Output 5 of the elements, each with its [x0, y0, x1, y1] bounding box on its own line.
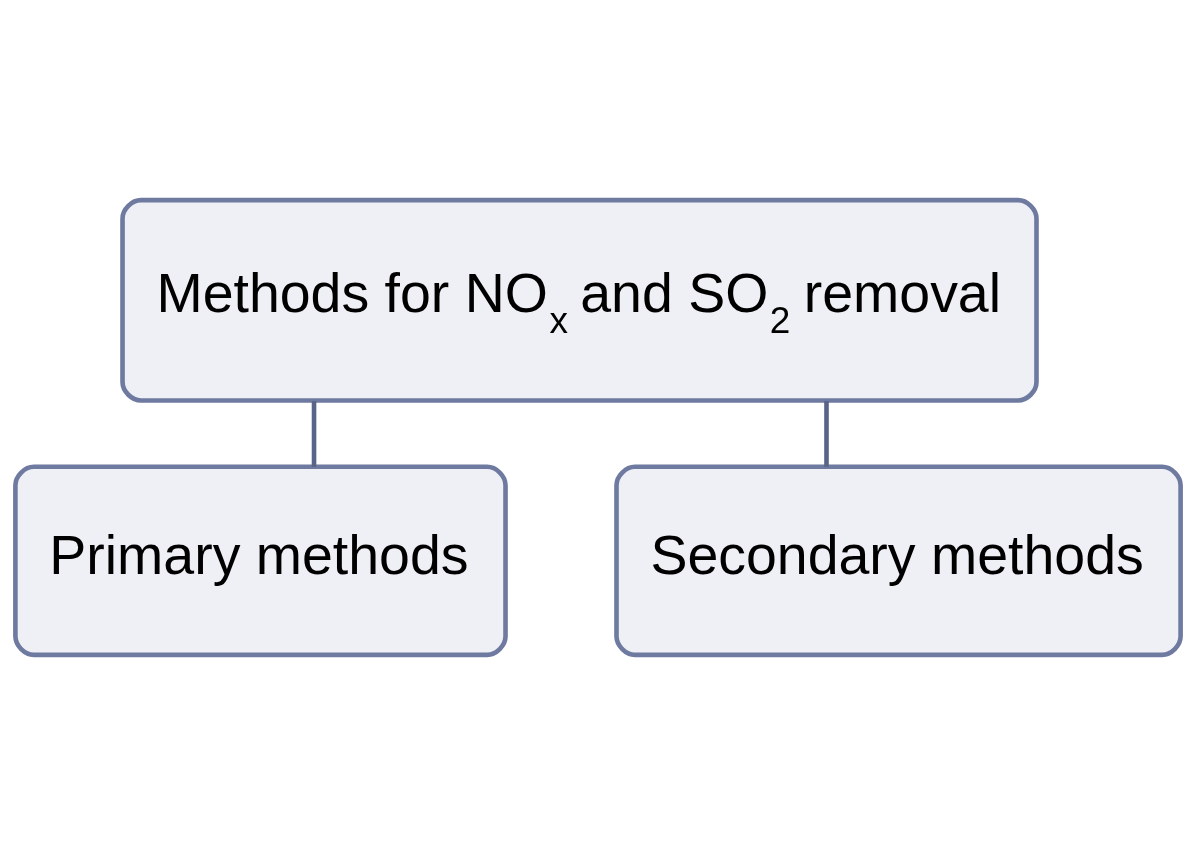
connector — [824, 401, 829, 467]
node-box: Methods for NO$_{x}$ and SO$_{2}$ removal — [120, 197, 1039, 403]
connector — [311, 401, 317, 467]
node-box: Primary methods — [13, 464, 508, 658]
node-box: Secondary methods — [614, 464, 1183, 658]
